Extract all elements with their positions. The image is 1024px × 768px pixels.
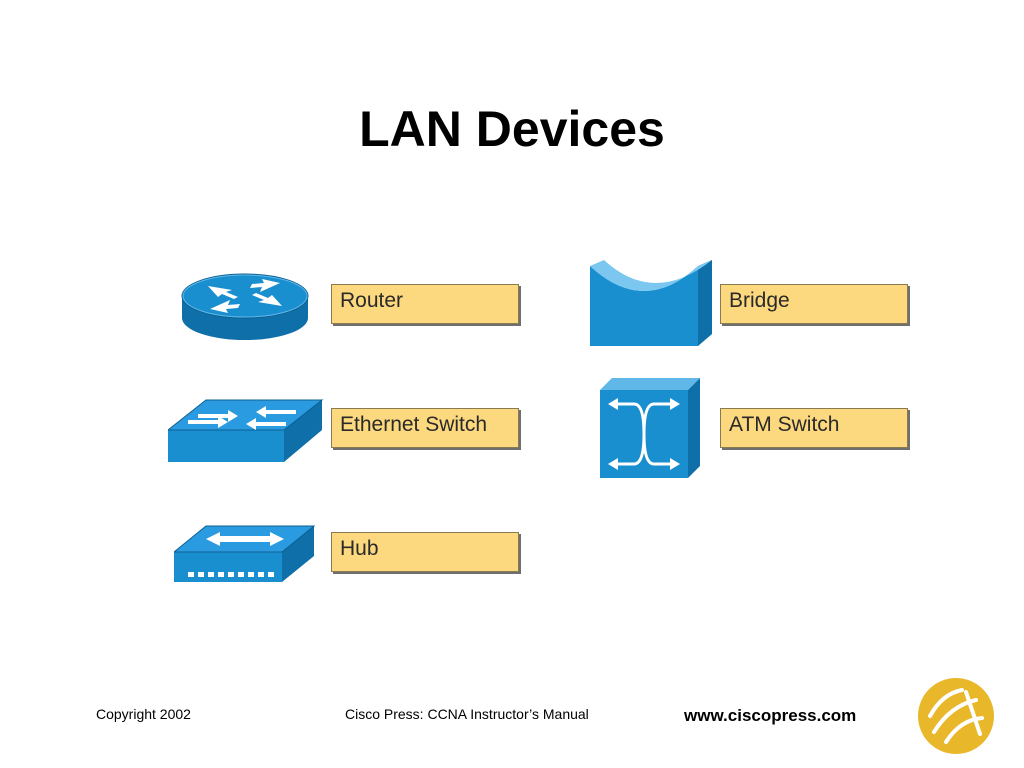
hub-label: Hub [331,532,519,572]
footer-copyright: Copyright 2002 [96,706,191,722]
hub-icon [174,525,316,582]
bridge-label: Bridge [720,284,908,324]
atm-switch-label: ATM Switch [720,408,908,448]
atm-switch-icon [600,378,700,478]
cisco-press-logo-icon [918,678,994,754]
page-title: LAN Devices [359,101,665,157]
footer-manual-title: Cisco Press: CCNA Instructor’s Manual [345,706,589,722]
ethernet-switch-icon [168,399,324,462]
bridge-icon [590,260,712,346]
router-label: Router [331,284,519,324]
ethernet-switch-label: Ethernet Switch [331,408,519,448]
router-icon [181,273,309,340]
footer-url: www.ciscopress.com [684,706,857,725]
